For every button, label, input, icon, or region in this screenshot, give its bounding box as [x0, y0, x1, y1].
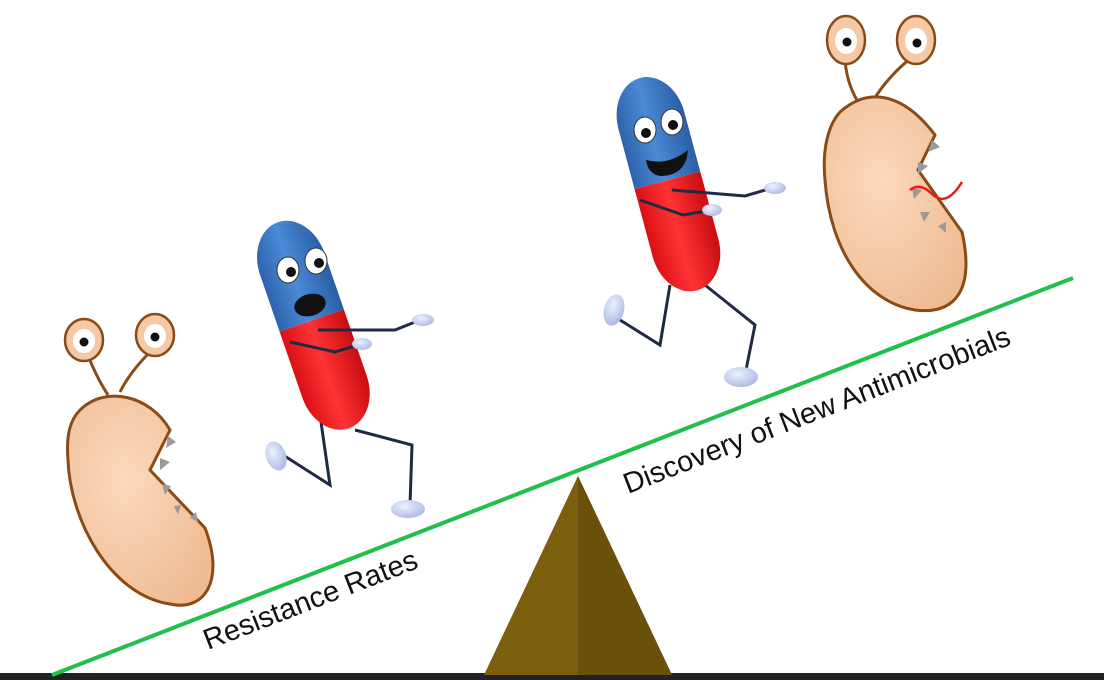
hand: [764, 182, 786, 194]
hand: [352, 338, 372, 350]
pill-character-icon: [607, 69, 730, 299]
right-pill-character: [600, 69, 786, 387]
bacterium-eye-left: [827, 16, 865, 64]
right-side-label: Discovery of New Antimicrobials: [619, 321, 1015, 501]
bacterium-eye-left: [65, 319, 103, 361]
hand: [702, 204, 722, 216]
foot: [391, 500, 425, 518]
pill-character-icon: [246, 211, 381, 439]
left-side-label: Resistance Rates: [199, 544, 422, 656]
right-bacterium: [824, 16, 966, 311]
left-pill-character: [246, 211, 434, 518]
bacterium-eye-right: [897, 16, 935, 64]
foot: [261, 438, 290, 473]
foot: [724, 367, 758, 387]
bacterium-icon: [68, 396, 213, 605]
bacterium-eye-right: [136, 314, 174, 356]
bacterium-icon: [824, 97, 966, 311]
left-bacterium: [65, 314, 213, 605]
hand: [412, 314, 434, 326]
